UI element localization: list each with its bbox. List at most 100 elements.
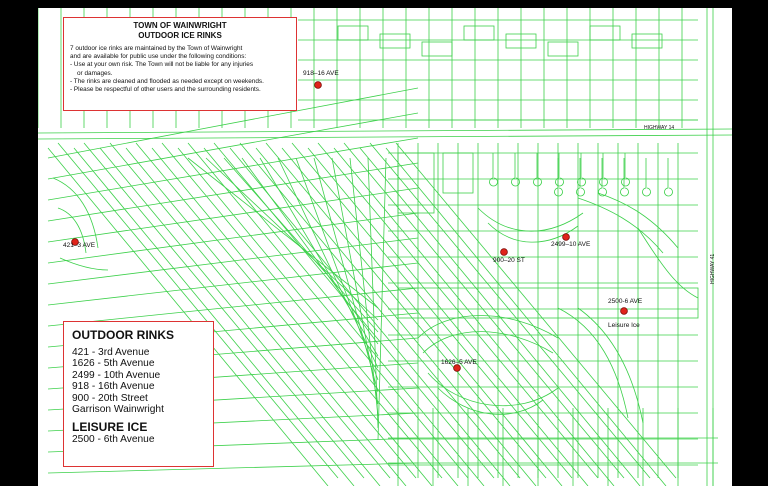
- street-line: [135, 142, 417, 479]
- street-line: [223, 157, 379, 333]
- street-curve: [599, 153, 608, 187]
- block-outline: [337, 25, 369, 41]
- rink-label-2500-6-ave: 2500-6 AVE: [608, 298, 643, 305]
- street-line: [343, 142, 625, 479]
- street-line: [203, 147, 485, 486]
- street-curve: [554, 158, 563, 197]
- street-line: [151, 147, 433, 486]
- street-curve: [555, 153, 564, 187]
- legend-item: 2499 - 10th Avenue: [72, 369, 161, 381]
- street-line: [47, 112, 419, 180]
- rink-label-900-20-st: 900–20 ST: [493, 257, 525, 264]
- street-line: [291, 142, 573, 479]
- street-line: [47, 147, 329, 486]
- block-outline: [421, 41, 453, 57]
- street-curve: [577, 307, 644, 424]
- street-line: [205, 157, 379, 321]
- street-curve: [477, 207, 584, 232]
- street-line: [47, 237, 419, 285]
- block-outline: [505, 33, 537, 49]
- street-line: [47, 187, 419, 243]
- highway-14-label: HIGHWAY 14: [644, 125, 675, 131]
- street-line: [38, 128, 732, 134]
- rink-marker-icon[interactable]: [500, 248, 508, 256]
- street-curve: [664, 158, 673, 197]
- street-network: [38, 8, 732, 486]
- street-curve: [427, 372, 559, 407]
- leisure-ice-label: Leisure Ice: [608, 322, 640, 329]
- street-line: [177, 147, 459, 486]
- rink-marker-icon[interactable]: [71, 238, 79, 246]
- info-box: TOWN OF WAINWRIGHT OUTDOOR ICE RINKS 7 o…: [63, 17, 297, 111]
- street-line: [277, 157, 379, 369]
- street-curve: [597, 192, 679, 249]
- legend-item: 1626 - 5th Avenue: [72, 358, 155, 370]
- street-line: [47, 212, 419, 264]
- legend-heading: OUTDOOR RINKS: [72, 328, 174, 342]
- street-line: [229, 147, 511, 486]
- info-line: 7 outdoor ice rinks are maintained by th…: [70, 45, 243, 52]
- town-map: 918–16 AVE 421–3 AVE 900–20 ST 2499–10 A…: [38, 8, 732, 486]
- block-outline: [589, 25, 621, 41]
- street-curve: [57, 207, 87, 254]
- info-line: and are available for public use under t…: [70, 53, 247, 61]
- street-line: [99, 147, 381, 486]
- street-line: [333, 147, 615, 486]
- street-line: [187, 157, 379, 309]
- rink-marker-icon[interactable]: [562, 233, 570, 241]
- street-line: [125, 147, 407, 486]
- street-curve: [576, 158, 585, 197]
- block-outline: [547, 41, 579, 57]
- legend-item: 421 - 3rd Avenue: [72, 347, 150, 358]
- street-curve: [533, 153, 542, 187]
- info-line: or damages.: [77, 69, 113, 77]
- info-line: - Please be respectful of other users an…: [70, 86, 261, 94]
- street-line: [259, 157, 379, 357]
- info-line: - The rinks are cleaned and flooded as n…: [70, 77, 264, 85]
- street-curve: [487, 222, 579, 243]
- street-line: [307, 147, 589, 486]
- block-outline: [379, 33, 411, 49]
- legend-item: Garrison Wainwright: [72, 404, 164, 416]
- highway-41-label: HIGHWAY 41: [710, 253, 716, 284]
- street-line: [385, 147, 667, 486]
- street-line: [255, 147, 537, 486]
- street-line: [47, 262, 419, 306]
- street-line: [109, 142, 391, 479]
- legend-box: OUTDOOR RINKS 421 - 3rd Avenue 1626 - 5t…: [63, 321, 214, 467]
- street-curve: [489, 153, 498, 187]
- rink-marker-icon[interactable]: [314, 81, 322, 89]
- street-line: [83, 142, 365, 479]
- street-curve: [598, 158, 607, 197]
- rink-marker-icon[interactable]: [620, 307, 628, 315]
- rink-label-1626-5-ave: 1626–5 AVE: [441, 359, 477, 366]
- street-curve: [621, 153, 630, 187]
- street-line: [349, 157, 379, 417]
- rink-label-2499-10-ave: 2499–10 AVE: [551, 241, 591, 248]
- rink-label-918-16-ave: 918–16 AVE: [303, 70, 339, 77]
- street-curve: [59, 257, 109, 271]
- street-line: [395, 142, 677, 479]
- street-line: [239, 142, 521, 479]
- rink-marker-icon[interactable]: [453, 364, 461, 372]
- street-curve: [417, 315, 559, 339]
- rink-label-421-3-ave: 421–3 AVE: [63, 242, 96, 249]
- street-line: [369, 142, 651, 479]
- street-curve: [511, 153, 520, 187]
- street-line: [47, 137, 419, 201]
- street-line: [331, 157, 379, 405]
- street-line: [367, 157, 379, 429]
- street-line: [38, 134, 732, 140]
- block-outline: [631, 33, 663, 49]
- street-curve: [620, 158, 629, 197]
- street-line: [47, 87, 419, 159]
- street-curve: [637, 227, 699, 299]
- leisure-heading: LEISURE ICE: [72, 420, 148, 435]
- leisure-item: 2500 - 6th Avenue: [72, 434, 155, 446]
- info-subtitle: OUTDOOR ICE RINKS: [138, 31, 222, 40]
- legend-item: 918 - 16th Avenue: [72, 381, 155, 393]
- street-line: [47, 462, 419, 474]
- street-line: [313, 157, 379, 393]
- info-line: - Use at your own risk. The Town will no…: [70, 61, 254, 69]
- street-line: [187, 142, 469, 479]
